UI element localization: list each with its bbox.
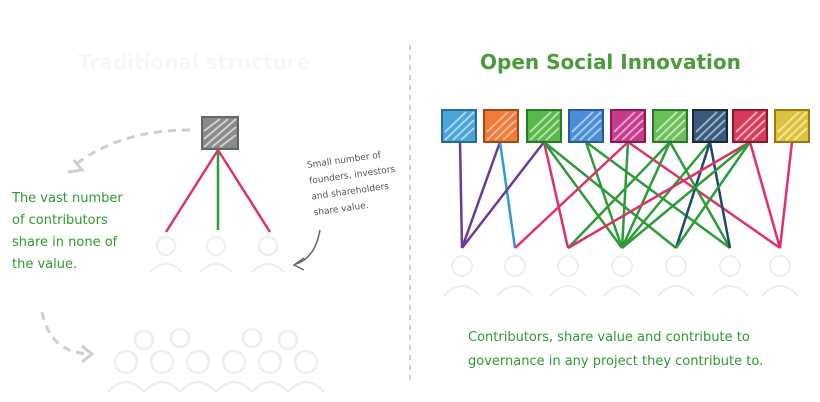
founder-box <box>201 116 239 150</box>
arrow-to-contributors-text <box>74 128 191 167</box>
contributor-row <box>443 255 799 297</box>
contributors-no-value-text: The vast number of contributors share in… <box>12 188 123 276</box>
project-box-5 <box>610 109 646 143</box>
contributors-line: share in none of <box>12 235 118 250</box>
open-social-innovation-title: Open Social Innovation <box>480 50 741 74</box>
founders-note: Small number of founders, investors and … <box>306 146 401 221</box>
founder-people <box>149 236 285 273</box>
arrow-from-note <box>295 229 321 265</box>
project-box-9 <box>774 109 810 143</box>
project-box-4 <box>568 109 604 143</box>
contributors-line: The vast number <box>12 191 123 206</box>
network-lines <box>458 140 794 250</box>
contributors-line: of contributors <box>12 213 108 228</box>
founder-line-right <box>216 149 272 233</box>
traditional-structure-title: Traditional structure <box>78 50 311 74</box>
arrow-head-1 <box>67 159 85 174</box>
arrow-head-3 <box>292 257 305 271</box>
arrow-to-crowd <box>40 311 89 356</box>
arrow-head-2 <box>81 344 95 364</box>
project-box-6 <box>652 109 688 143</box>
project-box-3 <box>526 109 562 143</box>
founder-line-left <box>164 149 220 233</box>
caption-line: governance in any project they contribut… <box>468 354 764 369</box>
share-value-caption: Contributors, share value and contribute… <box>468 326 763 374</box>
contributor-crowd <box>107 327 325 393</box>
project-box-1 <box>441 109 477 143</box>
caption-line: Contributors, share value and contribute… <box>468 330 750 345</box>
project-box-7 <box>692 109 728 143</box>
project-box-8 <box>732 109 768 143</box>
project-box-2 <box>483 109 519 143</box>
contributors-line: the value. <box>12 257 78 272</box>
